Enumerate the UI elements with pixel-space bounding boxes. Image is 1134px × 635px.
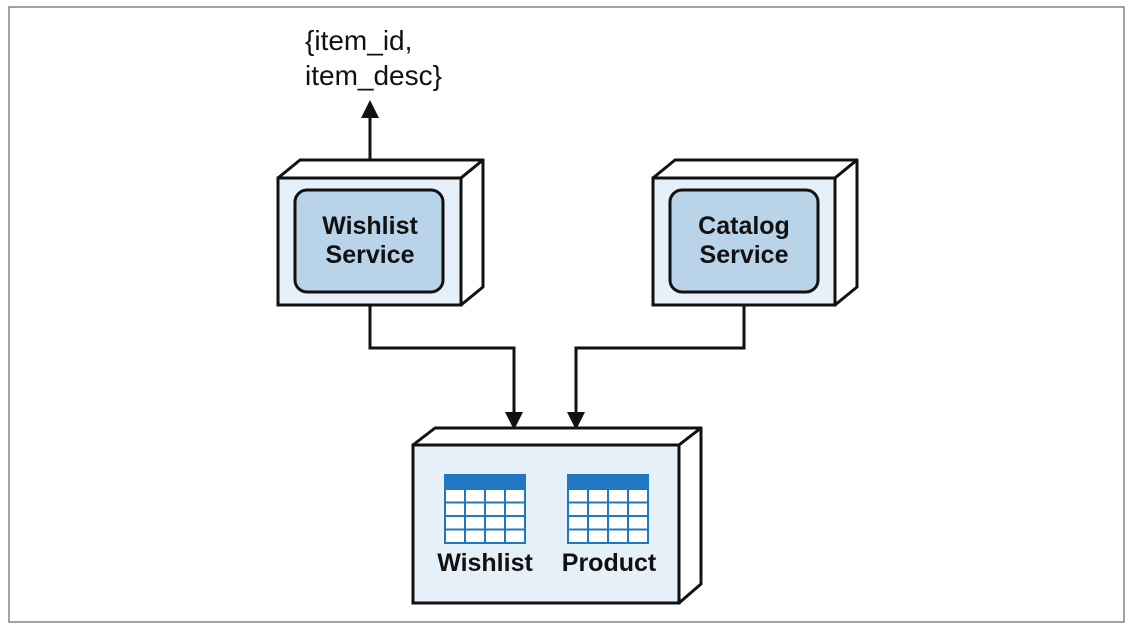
wishlist-table-icon bbox=[444, 474, 526, 544]
table-label-wishlist: Wishlist bbox=[437, 549, 533, 577]
output-arrowhead bbox=[361, 100, 379, 118]
wishlist-to-db-connector bbox=[368, 305, 516, 414]
output-label-line2: item_desc} bbox=[305, 60, 442, 91]
catalog-to-db-connector bbox=[574, 305, 746, 414]
wishlist-service-side bbox=[459, 158, 485, 307]
database-node: Wishlist Product bbox=[411, 426, 703, 605]
wishlist-service-node: Wishlist Service bbox=[276, 158, 485, 307]
database-side bbox=[677, 426, 703, 605]
table-label-product: Product bbox=[562, 549, 657, 577]
catalog-service-inner bbox=[668, 188, 820, 294]
output-label-line1: {item_id, bbox=[305, 25, 412, 56]
wishlist-service-inner bbox=[293, 188, 445, 294]
wishlist-service-label-line2: Service bbox=[326, 241, 415, 269]
product-table-icon bbox=[567, 474, 649, 544]
wishlist-to-db-arrowhead bbox=[505, 412, 523, 430]
wishlist-service-top bbox=[276, 158, 485, 180]
catalog-service-top bbox=[651, 158, 859, 180]
catalog-service-node: Catalog Service bbox=[651, 158, 859, 307]
catalog-service-label-line2: Service bbox=[700, 241, 789, 269]
wishlist-service-label-line1: Wishlist bbox=[322, 212, 418, 240]
catalog-service-label-line1: Catalog bbox=[698, 212, 790, 240]
catalog-service-side bbox=[833, 158, 859, 307]
database-tables bbox=[444, 474, 649, 544]
catalog-to-db-arrowhead bbox=[567, 412, 585, 430]
database-top bbox=[411, 426, 703, 447]
